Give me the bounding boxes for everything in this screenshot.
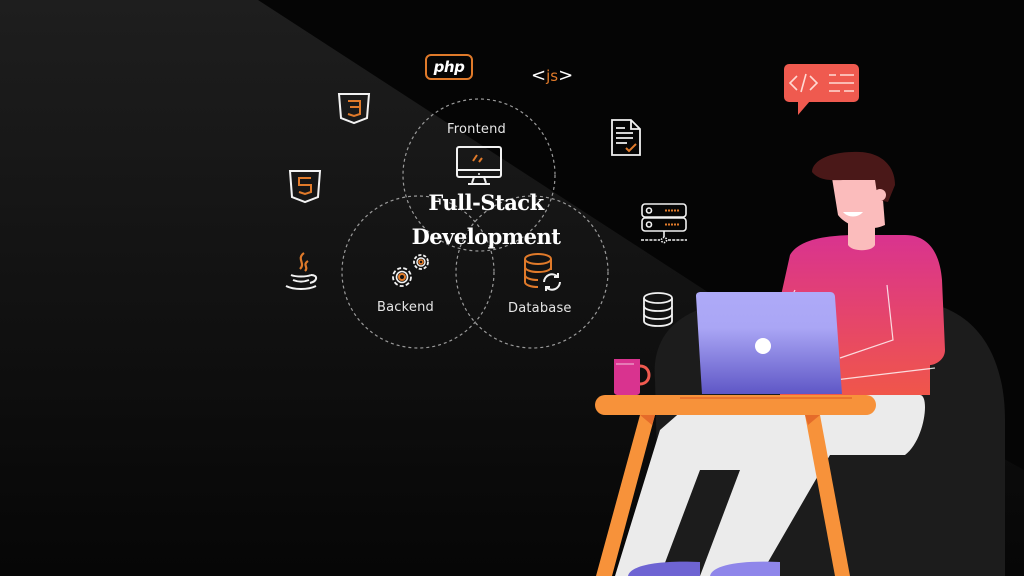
title-line-2: Development — [411, 224, 561, 249]
shoe-right — [710, 561, 780, 576]
frontend-label: Frontend — [447, 122, 506, 137]
html5-icon — [288, 169, 322, 205]
database-sync-icon — [522, 252, 566, 294]
table-leg-right — [805, 415, 850, 576]
venn-circle-frontend — [402, 98, 556, 252]
hair — [812, 151, 895, 202]
java-icon — [282, 249, 322, 293]
document-check-icon — [611, 119, 641, 157]
smile — [843, 212, 863, 217]
laptop-logo — [755, 338, 771, 354]
table-leg-left — [596, 415, 655, 576]
database-label: Database — [508, 301, 572, 316]
php-icon: php — [425, 54, 473, 80]
pants — [615, 395, 925, 576]
title-line-1: Full-Stack — [428, 190, 544, 215]
javascript-icon: <js> — [531, 65, 574, 86]
database-icon — [641, 292, 675, 328]
coffee-mug — [614, 359, 640, 395]
shoe-left — [628, 561, 700, 576]
table-top — [595, 395, 876, 415]
code-speech-bubble-icon — [784, 64, 860, 116]
backend-label: Backend — [377, 300, 434, 315]
page-title: Full-Stack Development — [386, 186, 586, 254]
server-network-icon — [640, 202, 688, 246]
gears-icon — [388, 250, 436, 292]
css3-icon — [337, 92, 371, 126]
venn-circle-backend — [341, 195, 495, 349]
venn-circle-database — [455, 195, 609, 349]
monitor-icon — [455, 145, 503, 187]
